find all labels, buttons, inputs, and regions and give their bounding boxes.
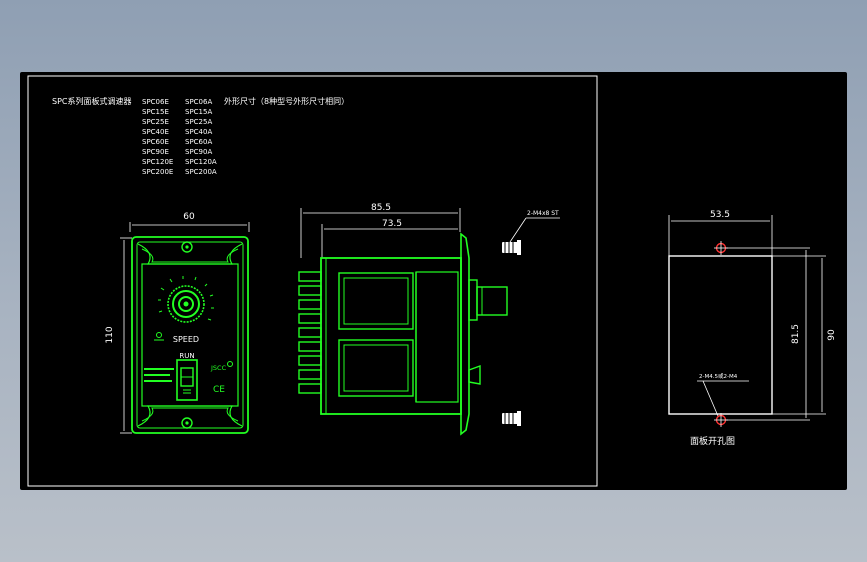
face-panel bbox=[141, 263, 239, 407]
top-mount-hole bbox=[181, 241, 193, 253]
bottom-mount-hole bbox=[181, 417, 193, 429]
front-height-dim: 110 bbox=[105, 326, 115, 343]
model-item: SPC40A bbox=[185, 128, 212, 136]
model-item: SPC06A bbox=[185, 98, 212, 106]
model-list-col1: SPC06E SPC15E SPC25E SPC40E SPC60E SPC90… bbox=[142, 98, 173, 176]
side-flange bbox=[460, 232, 470, 436]
cutout-width-dim: 53.5 bbox=[710, 210, 730, 220]
front-body-outline bbox=[131, 236, 249, 434]
cutout-height-dim: 90 bbox=[827, 329, 837, 341]
outline-note: 外形尺寸（8种型号外形尺寸相同） bbox=[224, 96, 349, 106]
model-item: SPC200A bbox=[185, 168, 217, 176]
speed-scale bbox=[158, 276, 214, 321]
lower-screw bbox=[502, 411, 521, 426]
model-item: SPC90E bbox=[142, 148, 169, 156]
hole-pitch-dim: 81.5 bbox=[791, 324, 801, 344]
upper-screw bbox=[502, 240, 521, 255]
relay-lower bbox=[338, 339, 414, 397]
model-item: SPC60E bbox=[142, 138, 169, 146]
cad-viewport[interactable]: SPC系列面板式调速器 外形尺寸（8种型号外形尺寸相同） SPC06E SPC1… bbox=[20, 72, 847, 490]
model-item: SPC15A bbox=[185, 108, 212, 116]
model-item: SPC90A bbox=[185, 148, 212, 156]
model-item: SPC25A bbox=[185, 118, 212, 126]
terminal-block bbox=[298, 271, 322, 394]
model-item: SPC60A bbox=[185, 138, 212, 146]
model-item: SPC40E bbox=[142, 128, 169, 136]
cutout-bottom-hole bbox=[714, 413, 728, 427]
model-item: SPC120A bbox=[185, 158, 217, 166]
ce-mark: CE bbox=[213, 385, 225, 395]
panel-cutout-view: 53.5 81.5 90 2-M4.5或2-M4 面板开孔图 bbox=[668, 210, 837, 447]
screw-leader bbox=[509, 217, 527, 243]
relay-upper bbox=[338, 272, 414, 330]
run-label: RUN bbox=[179, 352, 194, 360]
model-item: SPC15E bbox=[142, 108, 169, 116]
bottom-flange bbox=[137, 405, 243, 427]
front-view: 60 110 bbox=[105, 212, 250, 434]
cutout-top-hole bbox=[714, 241, 728, 255]
top-flange bbox=[137, 243, 243, 265]
run-switch[interactable] bbox=[176, 359, 198, 401]
body-depth-dim: 73.5 bbox=[382, 219, 402, 229]
speed-label: SPEED bbox=[173, 335, 199, 344]
model-item: SPC200E bbox=[142, 168, 173, 176]
knob-shaft bbox=[468, 279, 478, 321]
drawing-canvas: SPC系列面板式调速器 外形尺寸（8种型号外形尺寸相同） SPC06E SPC1… bbox=[27, 75, 837, 487]
overall-depth-dim: 85.5 bbox=[371, 203, 391, 213]
side-switch bbox=[468, 365, 481, 385]
model-item: SPC120E bbox=[142, 158, 173, 166]
cutout-outline bbox=[668, 255, 773, 415]
side-view: 85.5 73.5 bbox=[298, 203, 560, 436]
hole-note: 2-M4.5或2-M4 bbox=[699, 372, 738, 380]
side-knob bbox=[476, 286, 508, 316]
screw-label: 2-M4x8 ST bbox=[527, 210, 559, 217]
jscc-mark: JSCC bbox=[210, 364, 227, 372]
sheet-frame bbox=[27, 75, 598, 487]
speed-knob[interactable] bbox=[167, 285, 205, 323]
model-item: SPC06E bbox=[142, 98, 169, 106]
series-title: SPC系列面板式调速器 bbox=[52, 96, 132, 106]
front-width-dim: 60 bbox=[183, 212, 195, 222]
model-list-col2: SPC06A SPC15A SPC25A SPC40A SPC60A SPC90… bbox=[185, 98, 217, 176]
model-item: SPC25E bbox=[142, 118, 169, 126]
cutout-caption: 面板开孔图 bbox=[690, 435, 735, 447]
rating-label bbox=[144, 368, 174, 382]
